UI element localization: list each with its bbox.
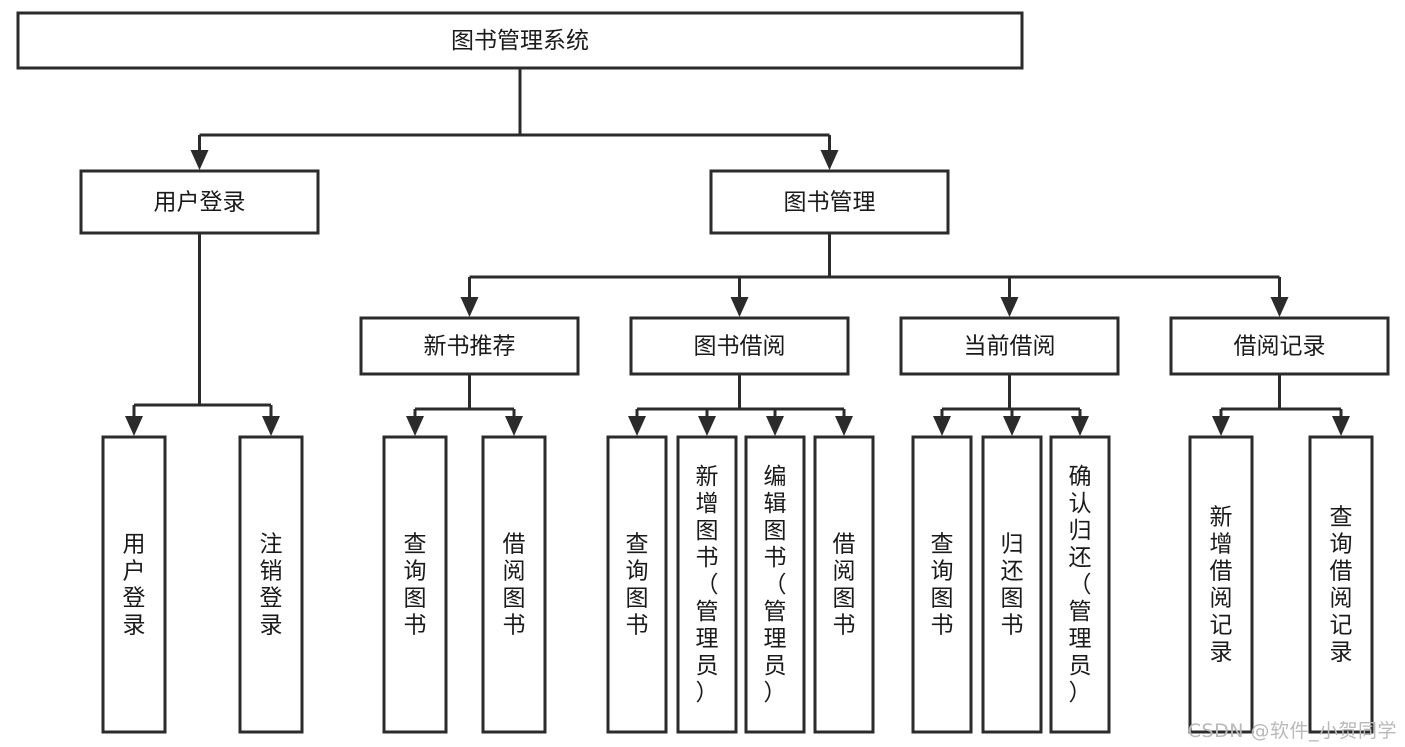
node-box-leaf-edit-book-admin: [744, 435, 806, 734]
node-box-book-management: [709, 169, 950, 235]
node-user-login[interactable]: 用户登录: [79, 169, 320, 235]
node-box-new-book-recommend: [359, 316, 580, 376]
node-leaf-query-book-recommend[interactable]: 查询图书: [382, 435, 448, 734]
user-login-to-leaves-arrow-1: [262, 416, 280, 436]
node-label-current-borrow: 当前借阅: [964, 334, 1056, 360]
node-label-leaf-query-book-current: 查询图书: [931, 532, 954, 639]
node-root[interactable]: 图书管理系统: [16, 11, 1024, 70]
node-book-borrow[interactable]: 图书借阅: [629, 316, 850, 376]
node-current-borrow[interactable]: 当前借阅: [899, 316, 1120, 376]
node-box-borrow-record: [1169, 316, 1390, 376]
node-box-leaf-borrow-book-recommend: [481, 435, 547, 734]
current-borrow-to-leaves-arrow-2: [1071, 416, 1089, 436]
node-leaf-edit-book-admin[interactable]: 编辑图书（管理员）: [744, 435, 806, 734]
node-box-current-borrow: [899, 316, 1120, 376]
borrow-record-to-leaves-arrow-1: [1332, 416, 1350, 436]
node-box-leaf-user-login: [101, 435, 167, 734]
node-label-leaf-borrow-book-recommend: 借阅图书: [503, 532, 526, 639]
node-box-leaf-logout-login: [238, 435, 304, 734]
node-box-leaf-query-book-current: [911, 435, 973, 734]
node-box-user-login: [79, 169, 320, 235]
node-leaf-borrow-book-recommend[interactable]: 借阅图书: [481, 435, 547, 734]
node-label-user-login: 用户登录: [154, 190, 246, 216]
node-box-leaf-confirm-return-admin: [1049, 435, 1111, 734]
connector-layer: [125, 68, 1350, 436]
node-box-leaf-borrow-book: [813, 435, 875, 734]
node-label-leaf-edit-book-admin: 编辑图书（管理员）: [764, 464, 787, 706]
book-borrow-to-leaves-arrow-3: [835, 416, 853, 436]
node-box-leaf-query-borrow-record: [1308, 435, 1374, 734]
node-new-book-recommend[interactable]: 新书推荐: [359, 316, 580, 376]
book-borrow-to-leaves-arrow-2: [766, 416, 784, 436]
node-box-leaf-query-book-borrow: [606, 435, 668, 734]
node-label-leaf-query-book-borrow: 查询图书: [626, 532, 649, 639]
node-label-book-borrow: 图书借阅: [694, 334, 786, 360]
node-leaf-return-book[interactable]: 归还图书: [981, 435, 1043, 734]
node-box-root: [16, 11, 1024, 70]
borrow-record-to-leaves-arrow-0: [1212, 416, 1230, 436]
node-label-leaf-add-book-admin: 新增图书（管理员）: [696, 464, 719, 706]
node-leaf-query-borrow-record[interactable]: 查询借阅记录: [1308, 435, 1374, 734]
node-label-borrow-record: 借阅记录: [1234, 334, 1326, 360]
node-label-book-management: 图书管理: [784, 190, 876, 216]
node-box-leaf-return-book: [981, 435, 1043, 734]
node-leaf-borrow-book[interactable]: 借阅图书: [813, 435, 875, 734]
node-label-new-book-recommend: 新书推荐: [424, 334, 516, 360]
book-borrow-to-leaves-arrow-1: [698, 416, 716, 436]
book-borrow-to-leaves-arrow-0: [628, 416, 646, 436]
bookmgmt-to-level3-arrow-1: [730, 297, 749, 317]
node-label-leaf-add-borrow-record: 新增借阅记录: [1210, 505, 1233, 666]
current-borrow-to-leaves-arrow-1: [1003, 416, 1021, 436]
node-label-leaf-confirm-return-admin: 确认归还（管理员）: [1069, 464, 1092, 706]
node-label-root: 图书管理系统: [451, 28, 589, 54]
node-box-leaf-add-book-admin: [676, 435, 738, 734]
node-label-leaf-return-book: 归还图书: [1001, 532, 1024, 639]
node-box-leaf-query-book-recommend: [382, 435, 448, 734]
node-label-leaf-user-login: 用户登录: [123, 532, 146, 639]
node-box-leaf-add-borrow-record: [1188, 435, 1254, 734]
user-login-to-leaves-arrow-0: [125, 416, 143, 436]
bookmgmt-to-level3-arrow-3: [1270, 297, 1289, 317]
node-book-management[interactable]: 图书管理: [709, 169, 950, 235]
node-leaf-confirm-return-admin[interactable]: 确认归还（管理员）: [1049, 435, 1111, 734]
root-to-level2-arrow-1: [820, 150, 839, 170]
root-to-level2-arrow-0: [190, 150, 209, 170]
new-book-recommend-to-leaves-arrow-1: [505, 416, 523, 436]
bookmgmt-to-level3-arrow-0: [460, 297, 479, 317]
bookmgmt-to-level3-arrow-2: [1000, 297, 1019, 317]
node-leaf-query-book-current[interactable]: 查询图书: [911, 435, 973, 734]
node-leaf-query-book-borrow[interactable]: 查询图书: [606, 435, 668, 734]
node-leaf-add-borrow-record[interactable]: 新增借阅记录: [1188, 435, 1254, 734]
node-box-book-borrow: [629, 316, 850, 376]
node-leaf-add-book-admin[interactable]: 新增图书（管理员）: [676, 435, 738, 734]
node-layer: 图书管理系统用户登录图书管理新书推荐图书借阅当前借阅借阅记录用户登录注销登录查询…: [16, 11, 1390, 734]
node-label-leaf-query-borrow-record: 查询借阅记录: [1330, 505, 1353, 666]
node-label-leaf-logout-login: 注销登录: [260, 532, 283, 639]
node-leaf-logout-login[interactable]: 注销登录: [238, 435, 304, 734]
new-book-recommend-to-leaves-arrow-0: [406, 416, 424, 436]
node-leaf-user-login[interactable]: 用户登录: [101, 435, 167, 734]
current-borrow-to-leaves-arrow-0: [933, 416, 951, 436]
node-label-leaf-borrow-book: 借阅图书: [833, 532, 856, 639]
node-borrow-record[interactable]: 借阅记录: [1169, 316, 1390, 376]
node-label-leaf-query-book-recommend: 查询图书: [404, 532, 427, 639]
